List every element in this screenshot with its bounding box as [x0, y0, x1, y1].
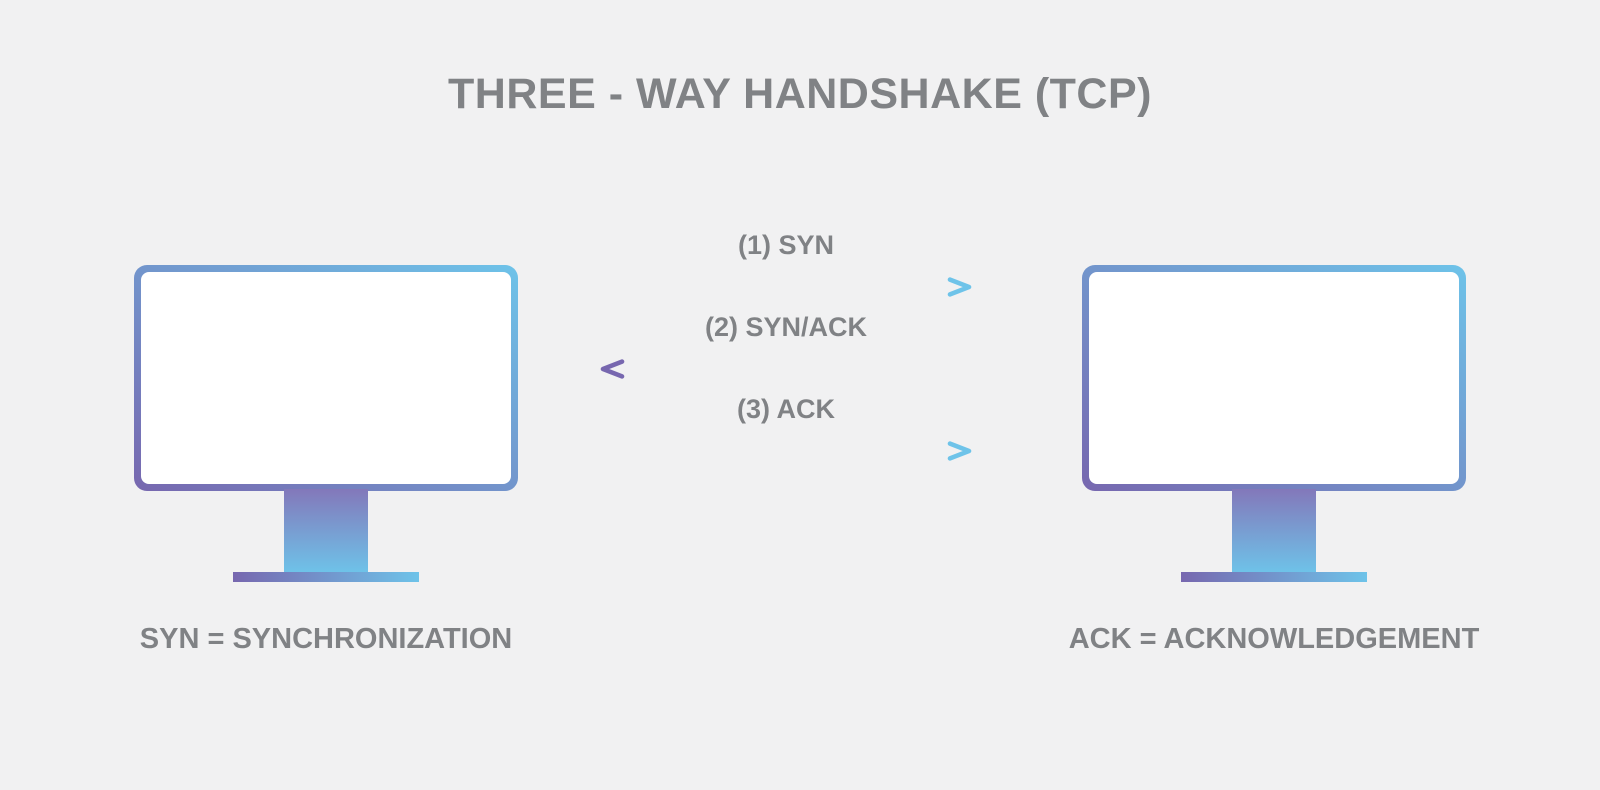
- syn-ack-step-label: (2) SYN/ACK: [704, 312, 867, 342]
- diagram-title: THREE - WAY HANDSHAKE (TCP): [448, 70, 1152, 118]
- message-row-syn: (1) SYN: [597, 230, 975, 297]
- message-row-ack: (3) ACK: [597, 394, 975, 461]
- monitor-stand: [1232, 489, 1316, 573]
- syn-definition-label: SYN = SYNCHRONIZATION: [139, 623, 513, 655]
- syn-step-label: (1) SYN: [737, 230, 835, 260]
- message-row-syn-ack: (2) SYN/ACK: [597, 312, 975, 379]
- syn-ack-arrow-left-icon: [597, 359, 975, 379]
- syn-arrow-right-icon: [597, 277, 975, 297]
- monitor-stand: [284, 489, 368, 573]
- ack-step-label: (3) ACK: [737, 394, 835, 424]
- monitor-screen: [1089, 272, 1459, 484]
- ack-definition-label: ACK = ACKNOWLEDGEMENT: [1068, 623, 1480, 655]
- monitor-screen: [141, 272, 511, 484]
- ack-arrow-right-icon: [597, 441, 975, 461]
- monitor-icon: [134, 265, 518, 491]
- monitor-icon: [1082, 265, 1466, 491]
- monitor-base: [1181, 572, 1367, 582]
- monitor-base: [233, 572, 419, 582]
